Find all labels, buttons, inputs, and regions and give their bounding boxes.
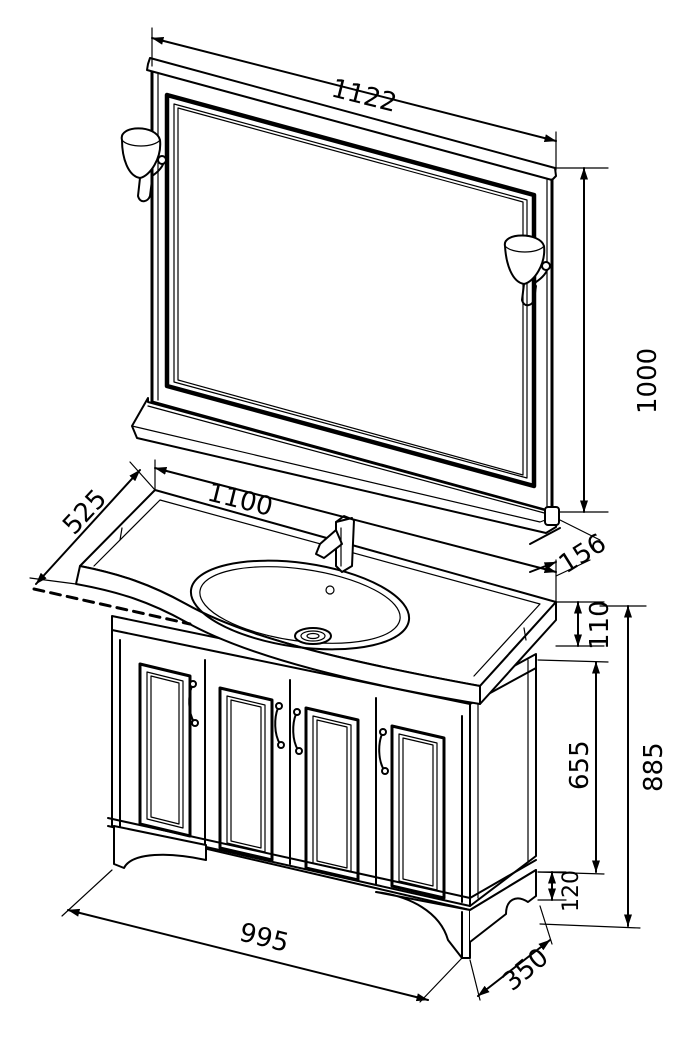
dim-total-height: 885 (639, 742, 669, 792)
left-sconce (120, 127, 167, 203)
dim-basin-depth: 525 (57, 484, 113, 541)
handle-4 (378, 733, 385, 771)
dim-mirror-height: 1000 (633, 348, 663, 414)
handle-2 (274, 707, 281, 745)
dim-cabinet-depth: 350 (497, 942, 554, 997)
cabinet (107, 615, 537, 959)
dim-shelf-depth: 156 (554, 528, 612, 580)
mirror (131, 57, 560, 534)
right-sconce (503, 234, 551, 307)
dim-cabinet-width: 995 (236, 918, 291, 959)
depth-guide-line (32, 587, 192, 626)
handle-3 (292, 713, 299, 751)
dimension-lines (29, 27, 647, 1003)
dim-basin-thickness: 110 (585, 600, 615, 650)
dim-plinth-height: 120 (559, 870, 584, 912)
handle-1 (188, 685, 195, 723)
dim-cabinet-height: 655 (565, 740, 595, 790)
